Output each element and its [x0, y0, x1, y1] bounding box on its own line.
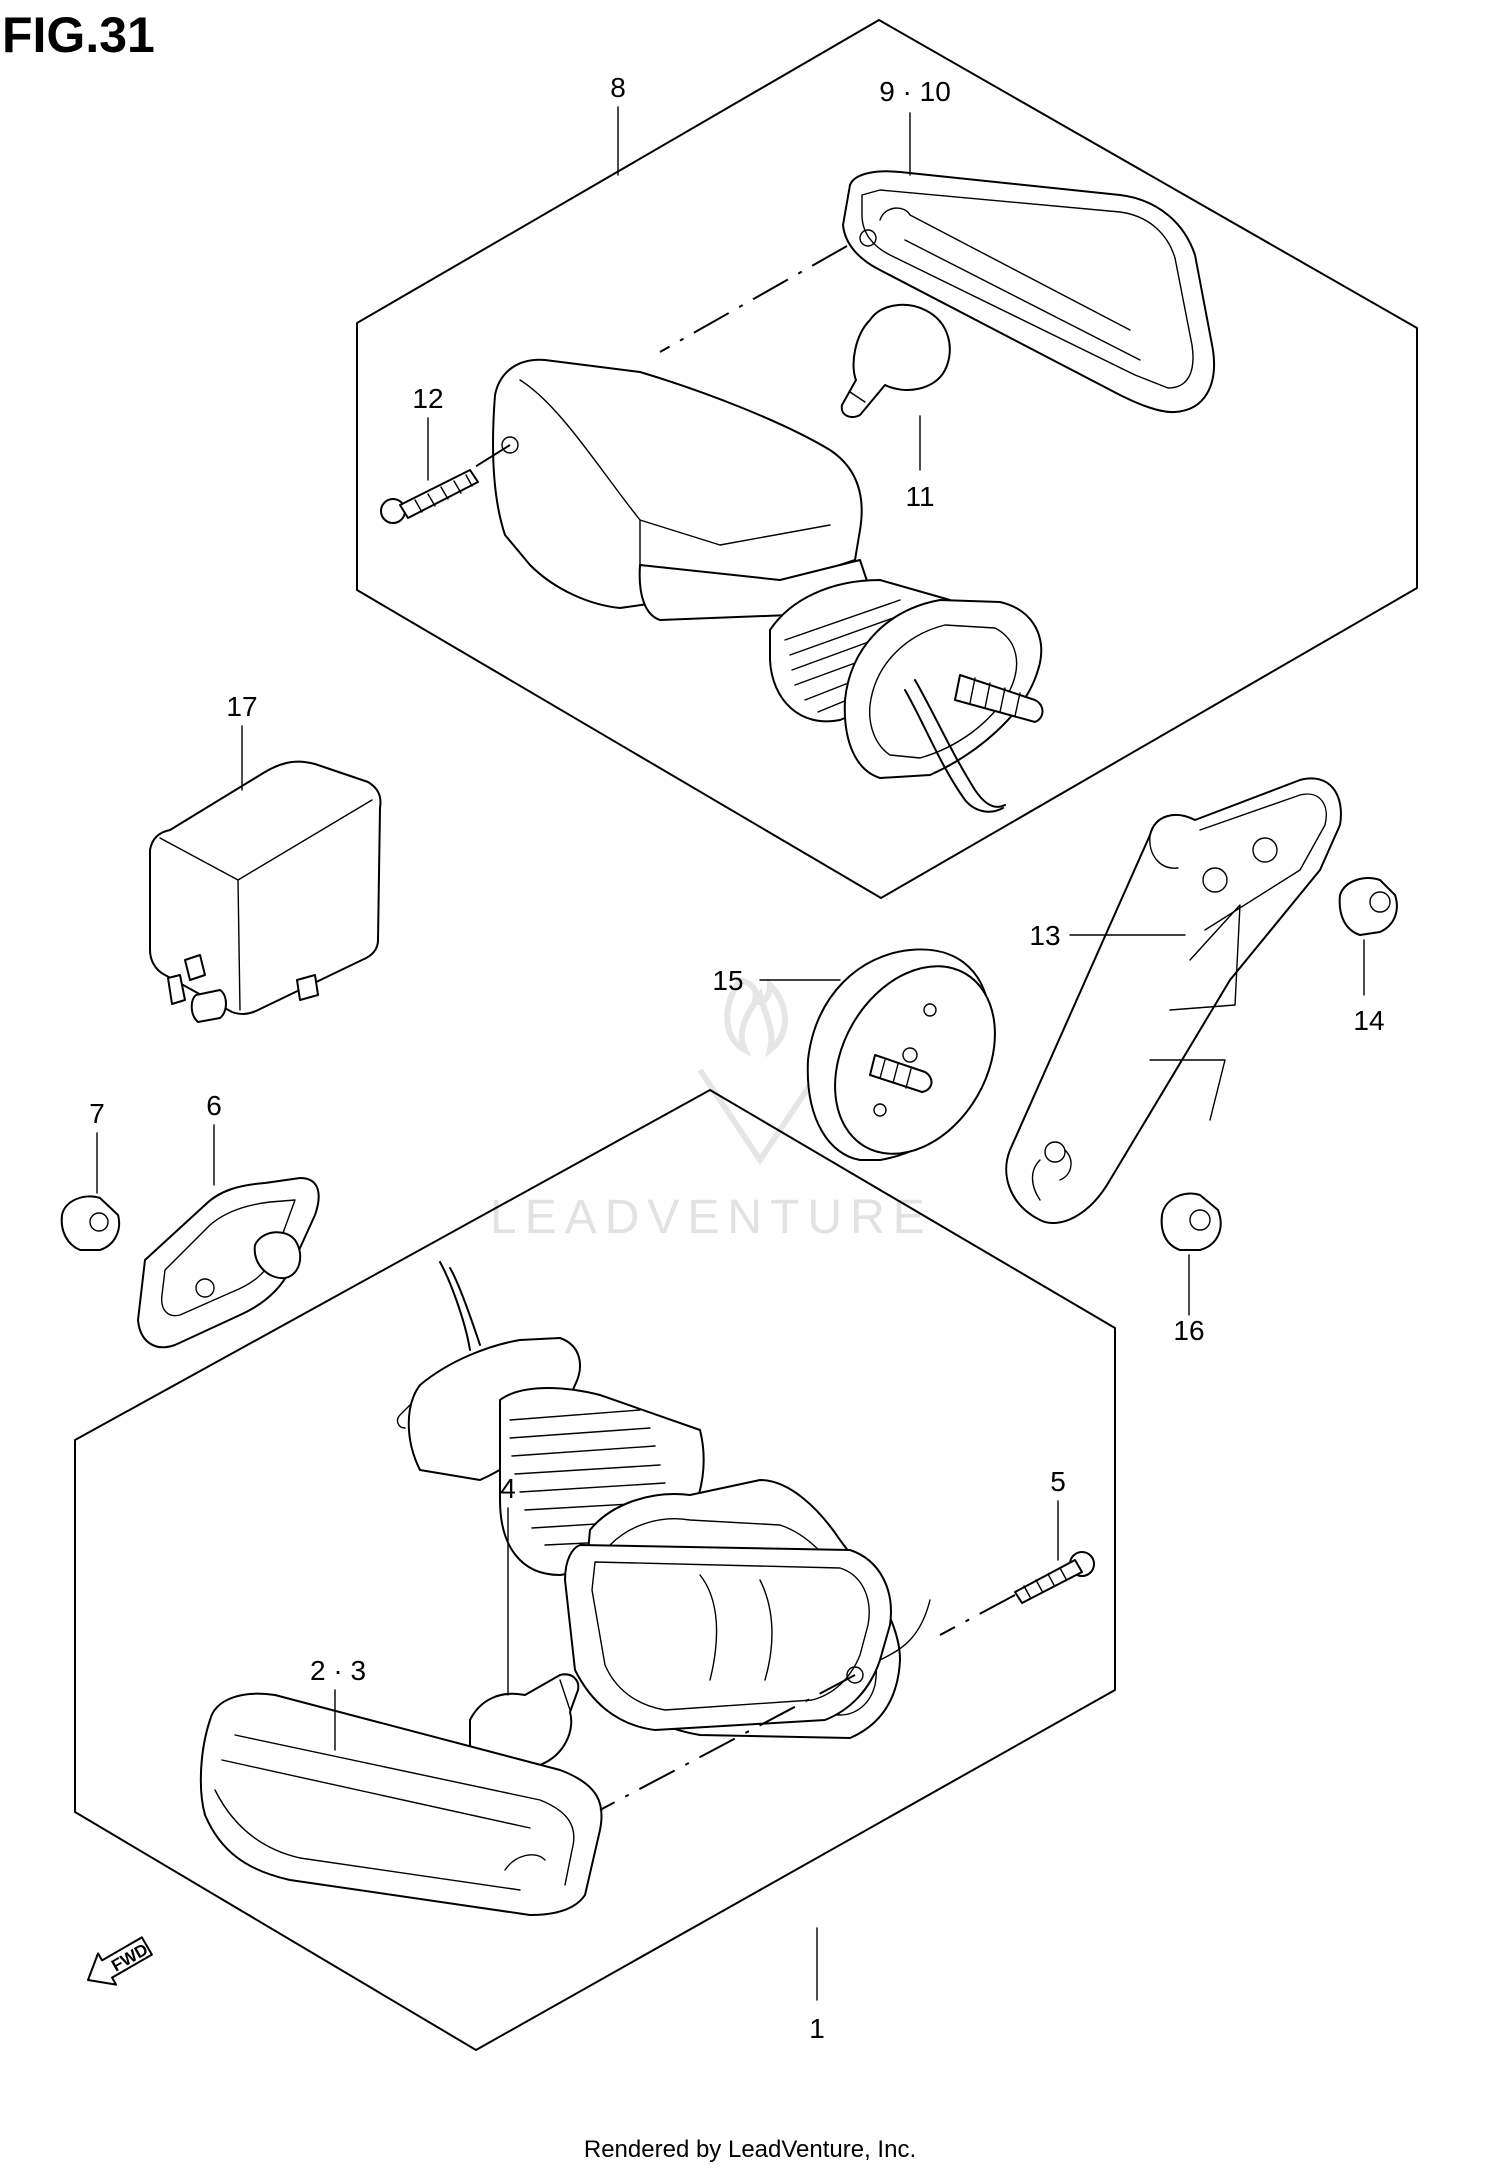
callout-16: 16 [1173, 1315, 1204, 1346]
callout-6: 6 [206, 1090, 222, 1121]
leader-lines [96, 106, 1365, 2001]
callout-13: 13 [1029, 920, 1060, 951]
callout-12: 12 [412, 383, 443, 414]
callout-9-10: 9 · 10 [879, 76, 951, 107]
callout-14: 14 [1353, 1005, 1384, 1036]
lower-nut-part [60, 1195, 120, 1251]
upper-screw-dash [469, 444, 511, 471]
upper-bulb-part [840, 303, 951, 418]
rear-lens-part [842, 170, 1215, 414]
lower-assembly-outline [74, 1089, 1116, 2051]
callout-8: 8 [610, 72, 626, 103]
callout-17: 17 [226, 691, 257, 722]
lower-right-nut-part [1160, 1192, 1222, 1251]
callout-11: 11 [905, 481, 934, 512]
upper-turn-signal-body [492, 358, 1044, 813]
bracket-part [1005, 777, 1342, 1225]
figure-title: FIG.31 [2, 7, 155, 63]
lower-turn-signal-body [396, 1261, 931, 1739]
relay-part [149, 760, 382, 1023]
watermark-text: LEADVENTURE [490, 1191, 933, 1244]
watermark-logo [697, 976, 823, 1166]
fwd-arrow-icon: FWD [87, 1936, 153, 1986]
callout-1: 1 [809, 2013, 825, 2044]
lower-lens-part [199, 1692, 603, 1916]
lower-dash-line [599, 1674, 856, 1811]
disc-part [806, 948, 996, 1161]
callout-7: 7 [89, 1098, 105, 1129]
callout-15: 15 [712, 965, 743, 996]
callout-2-3: 2 · 3 [310, 1655, 366, 1686]
upper-dash-line [659, 245, 848, 353]
callout-4: 4 [500, 1473, 516, 1504]
callout-5: 5 [1050, 1466, 1066, 1497]
footer-credit: Rendered by LeadVenture, Inc. [583, 2136, 917, 2163]
upper-screw-part [380, 469, 479, 524]
lower-screw-part [1014, 1551, 1095, 1604]
upper-assembly-outline [356, 19, 1418, 899]
lower-bracket-part [137, 1177, 320, 1349]
lower-screw-dash [939, 1594, 1016, 1636]
upper-nut-part [1338, 877, 1398, 936]
